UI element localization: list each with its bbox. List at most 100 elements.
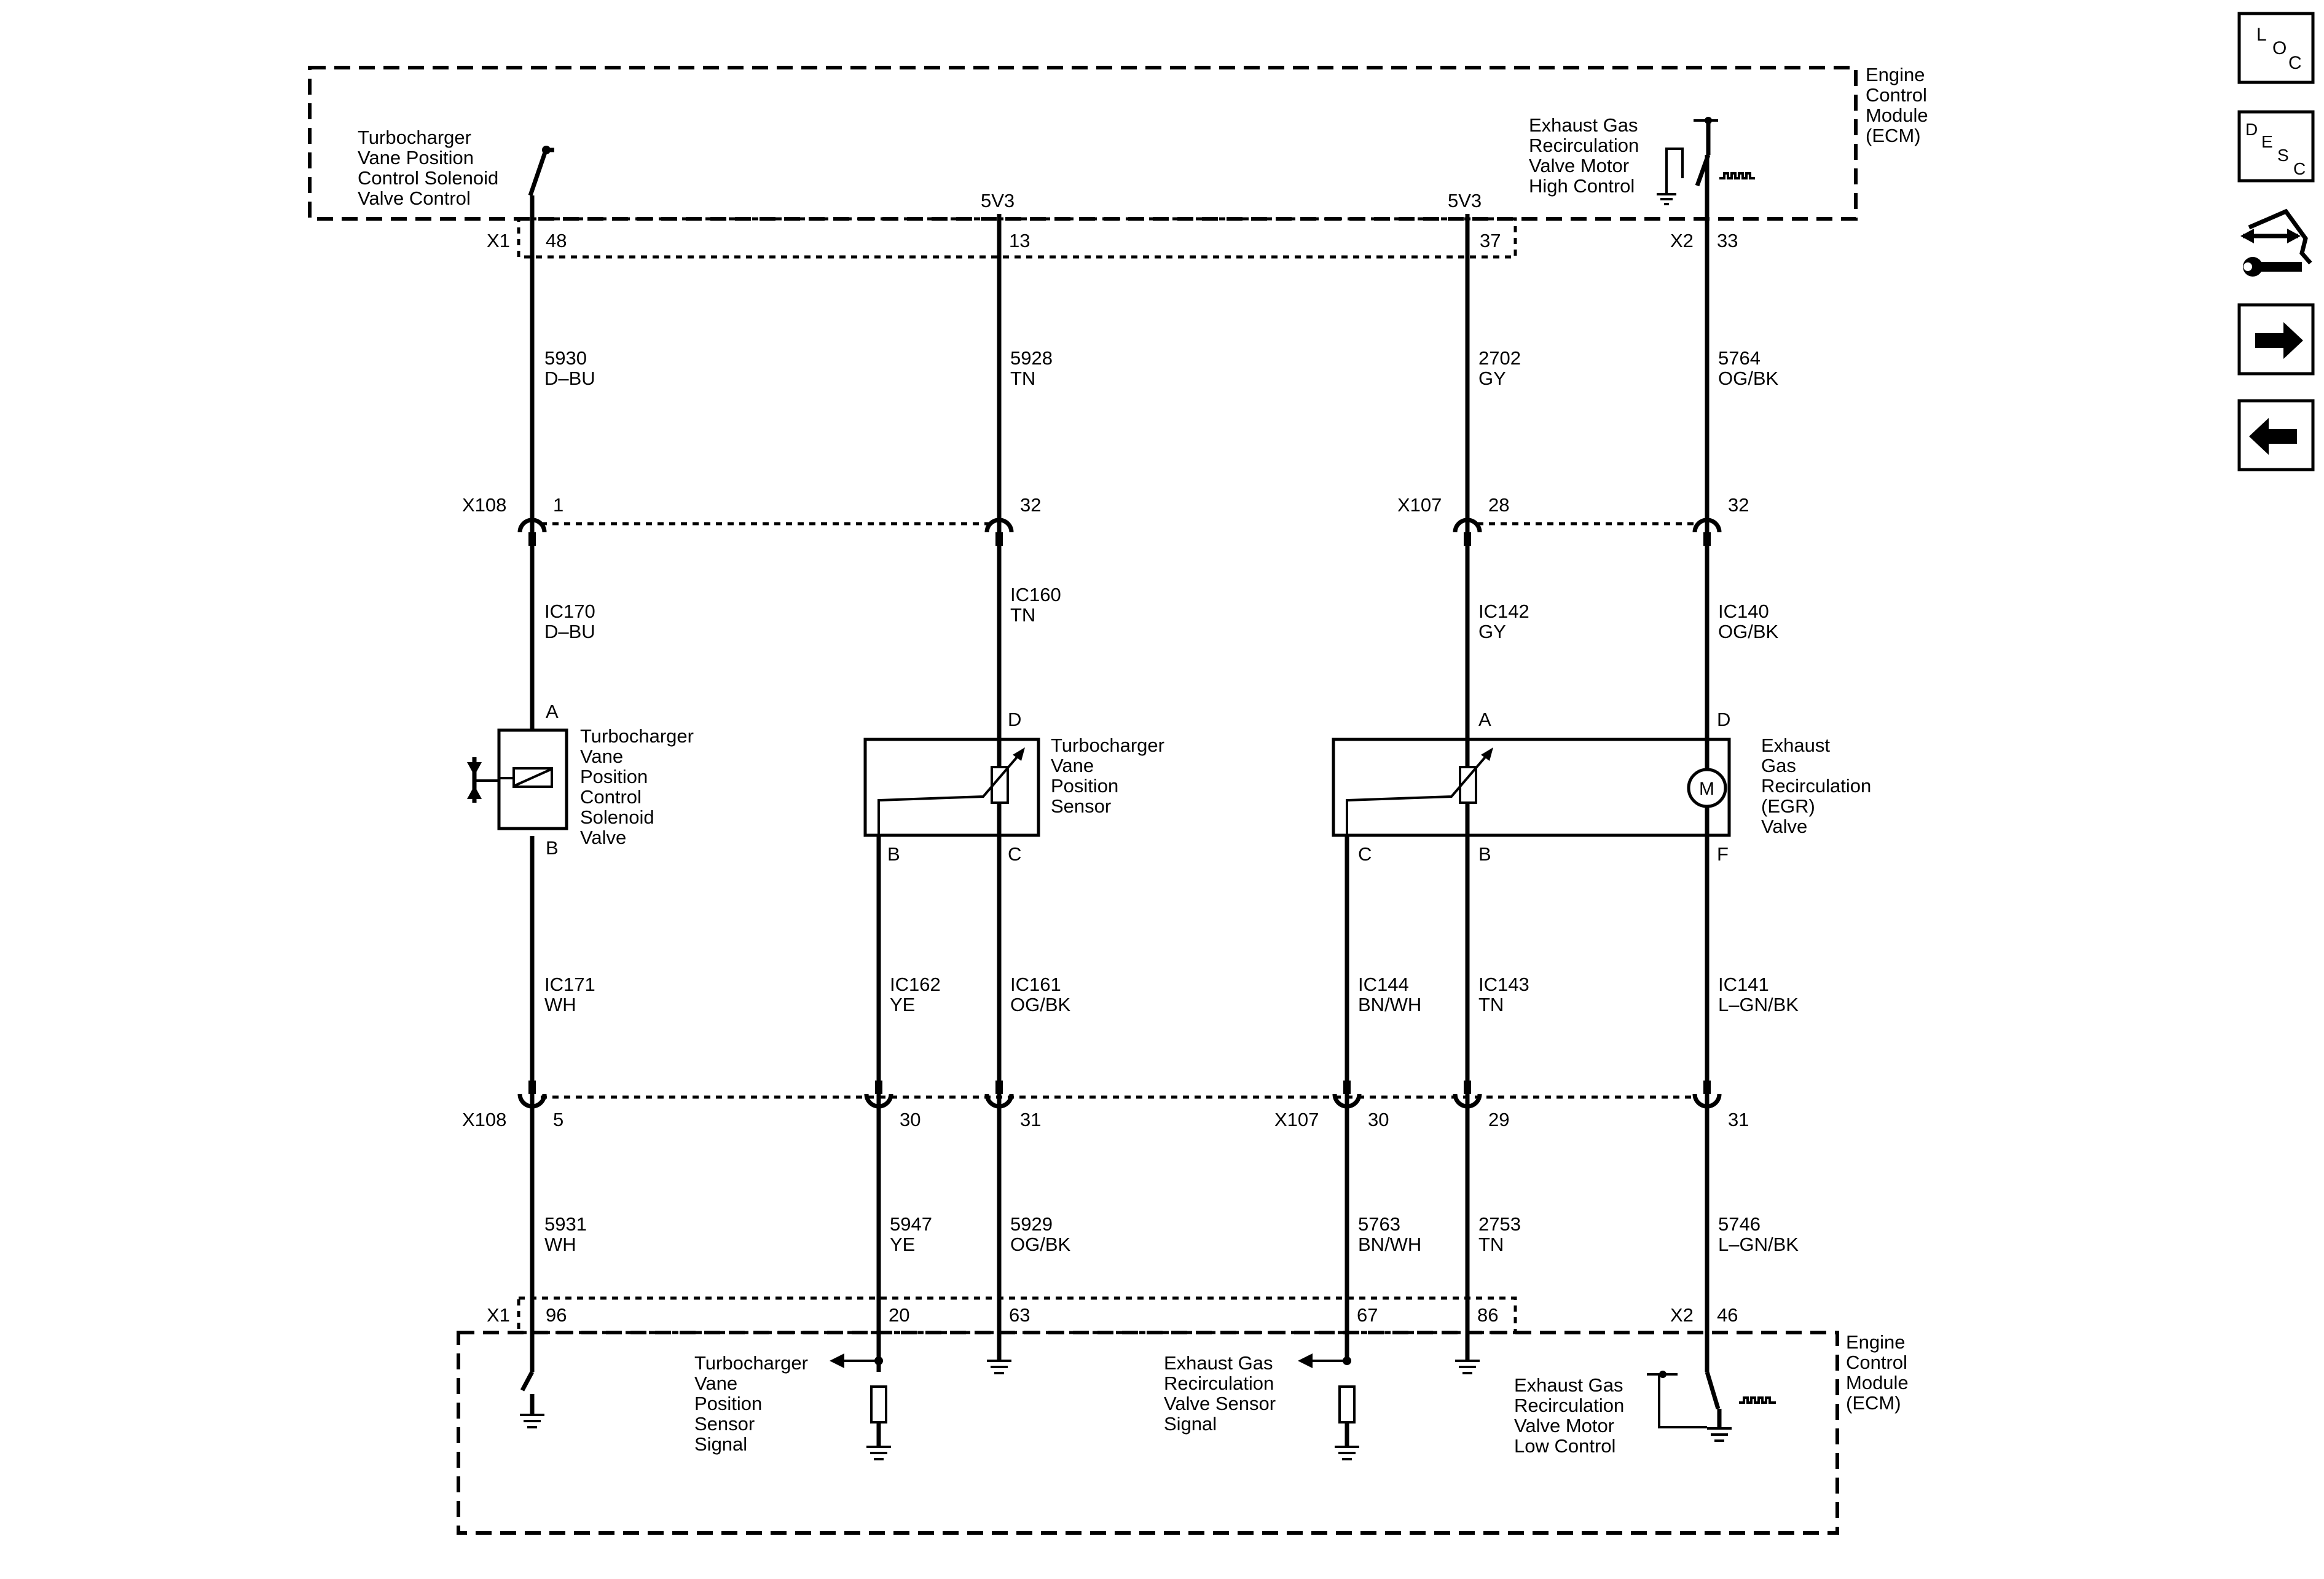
egr-motor-symbol: M [1699,779,1714,799]
svg-text:S: S [2277,146,2289,165]
connector-x2-bottom: X2 [1670,1304,1694,1326]
pin-86: 86 [1477,1304,1498,1326]
terminal-x108-5-lower [517,1093,547,1109]
pin-33: 33 [1717,230,1738,251]
connector-x1-top-outline [517,217,1517,259]
svg-text:E: E [2261,132,2273,151]
pin-31-b: 31 [1728,1109,1749,1130]
ecm-top-connectors: X1 X2 48 13 37 33 [487,217,1738,259]
egr-pin-d: D [1717,709,1730,730]
egr-low-ground-icon [1455,1360,1480,1374]
terminal-x107-29-lower [1453,1093,1482,1109]
terminal-x108-32-upper [984,518,1014,533]
egr-valve-label: Exhaust Gas Recirculation (EGR) Valve [1761,734,1877,837]
pin-13: 13 [1009,230,1030,251]
pin-30: 30 [900,1109,921,1130]
pin-1: 1 [553,494,563,516]
solenoid-pin-b: B [546,837,559,859]
ecm-top-module: Engine Control Module (ECM) Turbocharger… [308,64,1933,221]
ecm-bottom-label: Engine Control Module (ECM) [1846,1331,1914,1414]
connector-x107-lower: X107 [1274,1109,1319,1130]
egr-high-control-switch-icon [1657,117,1755,205]
pin-5: 5 [553,1109,563,1130]
solenoid-pin-a: A [546,701,559,722]
solenoid-valve-icon [467,757,499,803]
previous-button[interactable] [2237,399,2315,471]
loc-button[interactable]: L O C [2237,12,2315,84]
connector-wrench-button[interactable] [2240,208,2312,277]
vane-sensor-pin-b: B [887,843,900,865]
egr-sensor-signal-label: Exhaust Gas Recirculation Valve Sensor S… [1164,1352,1281,1435]
ecm-bottom-module: Engine Control Module (ECM) Turbocharger… [457,1331,1914,1535]
terminal-x107-32-upper [1692,518,1722,533]
pin-32-b: 32 [1728,494,1749,516]
pin-96: 96 [546,1304,567,1326]
desc-button[interactable]: D E S C [2237,110,2315,183]
desc-icon[interactable] [2237,110,2315,183]
connector-x108-upper: X108 [462,494,506,516]
solenoid-label: Turbocharger Vane Position Control Solen… [580,725,699,848]
vane-sensor-pin-c: C [1008,843,1021,865]
supply-5v3-label: 5V3 [981,190,1015,211]
turbo-signal-input-icon [830,1353,891,1460]
connector-x2-top: X2 [1670,230,1694,251]
egr-pin-b: B [1478,843,1491,865]
solenoid-control-switch-icon [528,146,554,197]
turbo-solenoid-control-label: Turbocharger Vane Position Control Solen… [358,127,504,209]
egr-pin-f: F [1717,843,1729,865]
turbo-vane-solenoid: A B Turbocharger Vane Position Control S… [467,701,699,859]
pin-29: 29 [1488,1109,1509,1130]
egr-low-control-switch-icon [1647,1371,1776,1442]
vane-sensor-label: Turbocharger Vane Position Sensor [1051,734,1170,817]
pin-63: 63 [1009,1304,1030,1326]
pin-28: 28 [1488,494,1509,516]
pin-20: 20 [889,1304,909,1326]
svg-text:O: O [2272,38,2287,58]
lower-inline-connectors: X108 X107 5 30 31 30 29 31 [462,1081,1749,1130]
loc-icon[interactable] [2237,12,2315,84]
ecm-bottom-boundary [457,1331,1839,1535]
egr-pin-c: C [1358,843,1372,865]
terminal-x107-28-upper [1453,518,1482,533]
pin-48: 48 [546,230,567,251]
turbo-vane-position-sensor: D B C Turbocharger Vane Position Sensor [863,709,1170,865]
sensor-low-ground-icon [987,1360,1011,1374]
turbo-sensor-signal-label: Turbocharger Vane Position Sensor Signal [694,1352,814,1455]
terminal-x107-31-lower [1692,1093,1722,1109]
connector-wrench-icon[interactable] [2240,208,2312,277]
egr-high-control-label: Exhaust Gas Recirculation Valve Motor Hi… [1529,114,1644,197]
upper-inline-connectors: X108 X107 1 32 28 32 [462,494,1749,546]
pin-32: 32 [1020,494,1041,516]
vane-sensor-pin-d: D [1008,709,1021,730]
connector-x1-bottom: X1 [487,1304,510,1326]
egr-valve: M A D C B F Exhaust Gas Recirculation (E… [1332,709,1877,865]
pin-67: 67 [1357,1304,1378,1326]
connector-x1-bottom-outline [517,1296,1517,1334]
next-button[interactable] [2237,303,2315,376]
terminal-x108-30-lower [864,1093,893,1109]
nav-toolbar: L O C D E S C [2237,12,2315,471]
terminal-x107-30-lower [1332,1093,1362,1109]
ecm-top-label: Engine Control Module (ECM) [1866,64,1933,146]
svg-text:C: C [2293,159,2306,178]
pin-37: 37 [1480,230,1501,251]
supply-5v3-label-2: 5V3 [1448,190,1482,211]
